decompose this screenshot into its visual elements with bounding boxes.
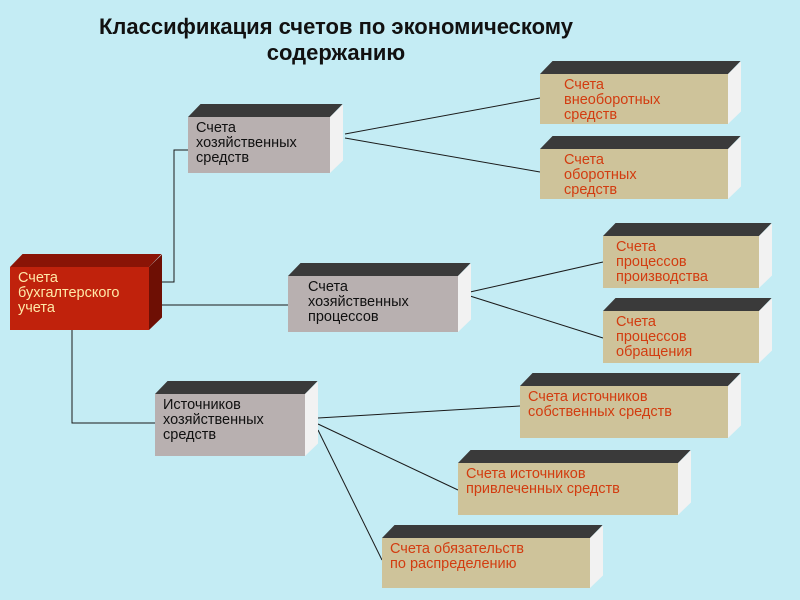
leaf-box-2-1-label: Счета процессов производства <box>603 236 759 288</box>
leaf-box-3-2-label: Счета источников привлеченных средств <box>458 463 678 515</box>
root-box: Счета бухгалтерского учета <box>10 254 162 330</box>
diagram-title: Классификация счетов по экономическому с… <box>98 14 574 65</box>
connector-group-2-leaf-1 <box>469 261 604 293</box>
leaf-box-2-2: Счета процессов обращения <box>603 298 772 363</box>
leaf-box-3-3-label: Счета обязательств по распределению <box>382 538 590 588</box>
leaf-box-3-3: Счета обязательств по распределению <box>382 525 603 588</box>
leaf-box-2-1: Счета процессов производства <box>603 223 772 288</box>
leaf-box-3-1: Счета источников собственных средств <box>520 373 741 438</box>
leaf-box-1-1: Счета внеоборотных средств <box>540 61 741 124</box>
leaf-box-1-1-label: Счета внеоборотных средств <box>540 74 728 124</box>
leaf-box-3-2: Счета источников привлеченных средств <box>458 450 691 515</box>
group-box-1: Счета хозяйственных средств <box>188 104 343 173</box>
group-box-3: Источников хозяйственных средств <box>155 381 318 456</box>
leaf-box-1-2: Счета оборотных средств <box>540 136 741 199</box>
group-box-3-label: Источников хозяйственных средств <box>155 394 305 456</box>
leaf-box-3-1-label: Счета источников собственных средств <box>520 386 728 438</box>
group-box-2-label: Счета хозяйственных процессов <box>288 276 458 332</box>
connector-root-group-3 <box>71 330 155 424</box>
leaf-box-1-2-label: Счета оборотных средств <box>540 149 728 199</box>
connector-group-2-leaf-2 <box>469 295 604 339</box>
connector-group-3-leaf-1 <box>317 405 521 419</box>
group-box-2: Счета хозяйственных процессов <box>288 263 471 332</box>
connector-root-group-1 <box>160 149 188 283</box>
root-box-label: Счета бухгалтерского учета <box>10 267 149 330</box>
leaf-box-2-2-label: Счета процессов обращения <box>603 311 759 363</box>
connector-group-1-leaf-1 <box>344 97 541 135</box>
connector-group-3-leaf-2 <box>317 423 459 491</box>
group-box-1-label: Счета хозяйственных средств <box>188 117 330 173</box>
connector-group-1-leaf-2 <box>344 137 541 173</box>
connector-group-3-leaf-3 <box>317 429 383 561</box>
